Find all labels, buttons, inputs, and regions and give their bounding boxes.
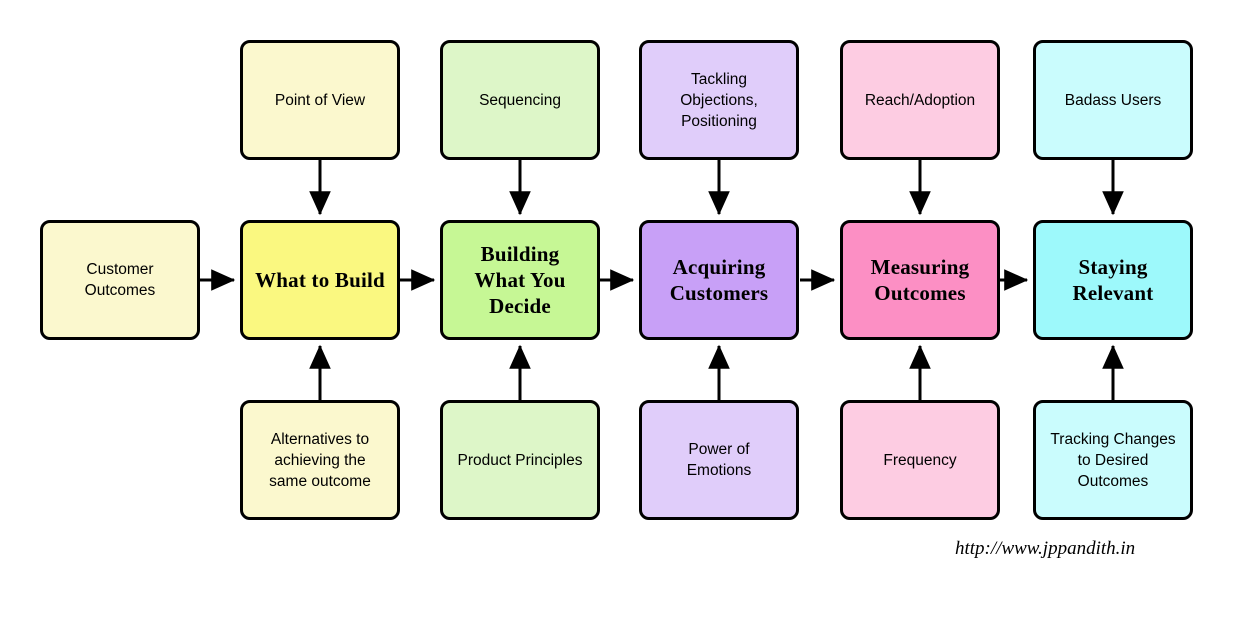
node-tackling-objections-positioning[interactable]: Tackling Objections, Positioning [639, 40, 799, 160]
node-reach-adoption-label: Reach/Adoption [864, 91, 976, 109]
node-sequencing-label: Sequencing [479, 91, 561, 109]
node-acquiring-customers-label: Acquiring Customers [669, 255, 769, 305]
node-sequencing[interactable]: Sequencing [440, 40, 600, 160]
site-url-watermark: http://www.jppandith.in [955, 538, 1136, 559]
node-product-principles-label: Product Principles [457, 451, 583, 469]
node-measuring-outcomes[interactable]: Measuring Outcomes [840, 220, 1000, 340]
node-customer-outcomes-label: Customer Outcomes [84, 261, 156, 299]
node-measuring-outcomes-label: Measuring Outcomes [870, 255, 970, 305]
node-acquiring-customers[interactable]: Acquiring Customers [639, 220, 799, 340]
node-alternatives-to-achieving-the-same-outcome[interactable]: Alternatives to achieving the same outco… [240, 400, 400, 520]
node-staying-relevant-label: Staying Relevant [1072, 255, 1154, 305]
node-staying-relevant[interactable]: Staying Relevant [1033, 220, 1193, 340]
node-reach-adoption[interactable]: Reach/Adoption [840, 40, 1000, 160]
node-power-of-emotions[interactable]: Power of Emotions [639, 400, 799, 520]
node-point-of-view[interactable]: Point of View [240, 40, 400, 160]
node-frequency[interactable]: Frequency [840, 400, 1000, 520]
node-customer-outcomes[interactable]: Customer Outcomes [40, 220, 200, 340]
node-alternatives-label: Alternatives to achieving the same outco… [269, 430, 371, 490]
node-point-of-view-label: Point of View [274, 91, 366, 109]
node-what-to-build[interactable]: What to Build [240, 220, 400, 340]
node-tracking-changes-to-desired-outcomes[interactable]: Tracking Changes to Desired Outcomes [1033, 400, 1193, 520]
node-badass-users-label: Badass Users [1064, 91, 1162, 109]
node-what-to-build-label: What to Build [255, 268, 385, 292]
node-tracking-changes-label: Tracking Changes to Desired Outcomes [1050, 430, 1176, 490]
node-badass-users[interactable]: Badass Users [1033, 40, 1193, 160]
node-product-principles[interactable]: Product Principles [440, 400, 600, 520]
node-tackling-objections-label: Tackling Objections, Positioning [680, 70, 758, 130]
node-building-what-you-decide[interactable]: Building What You Decide [440, 220, 600, 340]
node-power-of-emotions-label: Power of Emotions [686, 441, 752, 479]
node-frequency-label: Frequency [883, 451, 957, 469]
node-building-what-you-decide-label: Building What You Decide [474, 242, 566, 318]
